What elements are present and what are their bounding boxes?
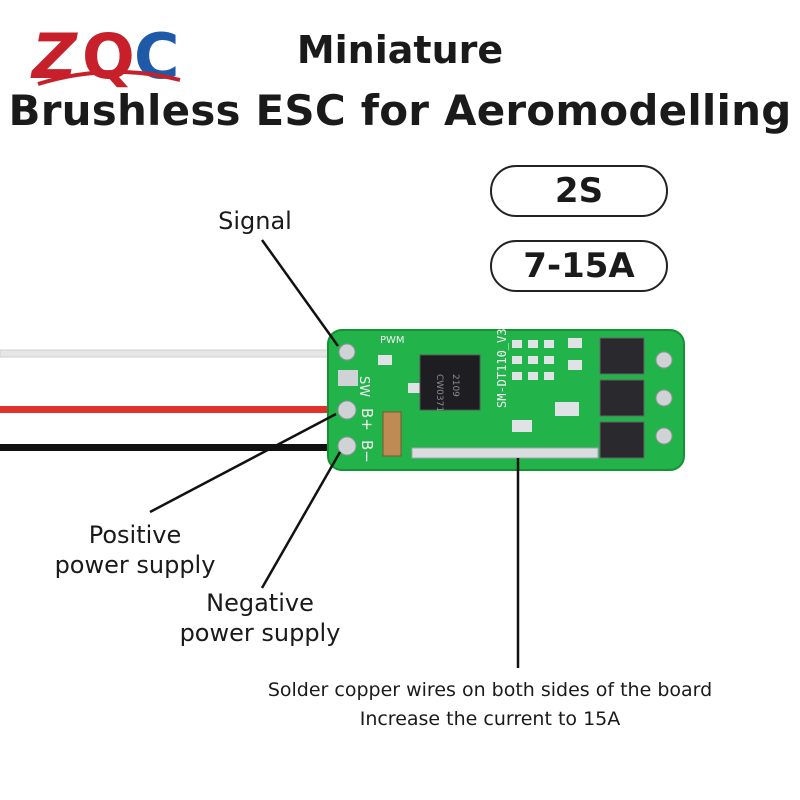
solder-strip [411,447,599,459]
silk-bminus: B− [358,440,376,463]
negative-label: Negative power supply [179,589,341,647]
smd-pad [568,338,582,348]
chip-marking-2: 2109 [450,374,460,397]
spec-cells-badge: 2S [490,165,668,217]
pcb [327,329,685,471]
motor-pad-b [655,389,673,407]
capacitor [382,411,402,457]
bminus-pad [337,436,357,456]
mosfet-2 [599,379,645,417]
sw-pad [338,370,358,386]
negative-leader [260,451,342,589]
logo-c: C [134,22,180,92]
motor-pad-a [655,351,673,369]
smd-pad [512,420,532,432]
brand-logo: Z Q C [30,20,190,93]
spec-current-badge: 7-15A [490,240,668,292]
bplus-pad [337,400,357,420]
silk-pwm: PWM [380,335,405,346]
positive-leader [149,412,337,514]
resistor-array [512,340,554,380]
page-title-line2: Brushless ESC for Aeromodelling [8,86,792,135]
logo-q: Q [82,22,135,92]
chip-marking-1: CW0371 [434,374,444,412]
silk-bplus: B+ [358,408,376,431]
silk-model: SM-DT110_V3 [495,329,509,408]
motor-pad-c [655,427,673,445]
positive-label: Positive power supply [54,521,216,579]
smd-pad [568,360,582,370]
signal-leader [260,239,340,347]
positive-wire [0,406,345,413]
smd-pad [408,383,422,393]
signal-wire [0,349,346,358]
mosfet-1 [599,337,645,375]
signal-pad [338,343,356,361]
solder-note: Solder copper wires on both sides of the… [267,679,713,730]
signal-label: Signal [218,207,292,235]
smd-pad [378,355,392,365]
mcu-chip [419,354,481,411]
negative-wire [0,444,345,451]
mosfet-3 [599,421,645,459]
silk-sw: SW [356,376,371,397]
smd-pad [555,402,579,416]
page-title-line1: Miniature [296,28,504,72]
